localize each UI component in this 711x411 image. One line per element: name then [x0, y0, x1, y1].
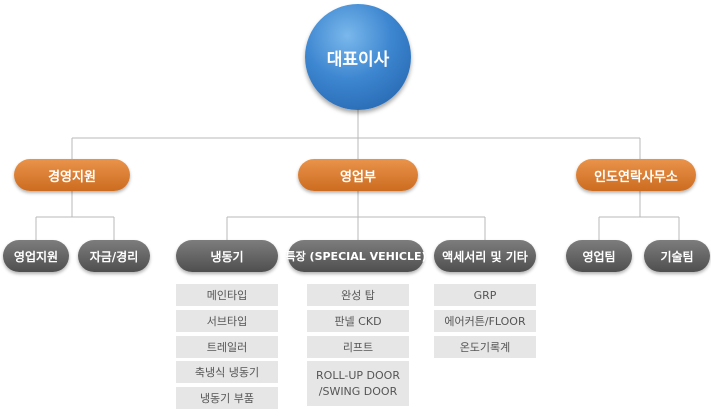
- item-panel-ckd: 판넬 CKD: [307, 310, 409, 332]
- item-sub-type: 서브타입: [176, 310, 278, 332]
- team-finance-accounting: 자금/경리: [78, 240, 150, 272]
- ceo-node: 대표이사: [305, 4, 411, 110]
- dept-management-support: 경영지원: [14, 159, 130, 191]
- team-sales-support: 영업지원: [3, 240, 69, 272]
- item-complete-top: 완성 탑: [307, 284, 409, 306]
- item-air-curtain-floor: 에어커튼/FLOOR: [434, 310, 536, 332]
- item-main-type: 메인타입: [176, 284, 278, 306]
- team-refrigeration-units: 냉동기: [176, 240, 278, 272]
- item-cold-storage-refrigeration: 축냉식 냉동기: [176, 361, 278, 383]
- dept-sales: 영업부: [298, 159, 418, 191]
- item-rollup-swing-door: ROLL-UP DOOR /SWING DOOR: [307, 361, 409, 406]
- item-lift: 리프트: [307, 336, 409, 358]
- item-grp: GRP: [434, 284, 536, 306]
- dept-india-liaison-office: 인도연락사무소: [576, 159, 696, 191]
- item-refrigeration-parts: 냉동기 부품: [176, 387, 278, 409]
- item-temperature-recorder: 온도기록계: [434, 336, 536, 358]
- team-special-vehicle: 특장 (SPECIAL VEHICLE): [285, 240, 427, 272]
- team-sales: 영업팀: [566, 240, 632, 272]
- item-trailer: 트레일러: [176, 336, 278, 358]
- team-accessories-etc: 액세서리 및 기타: [434, 240, 536, 272]
- team-technical: 기술팀: [644, 240, 710, 272]
